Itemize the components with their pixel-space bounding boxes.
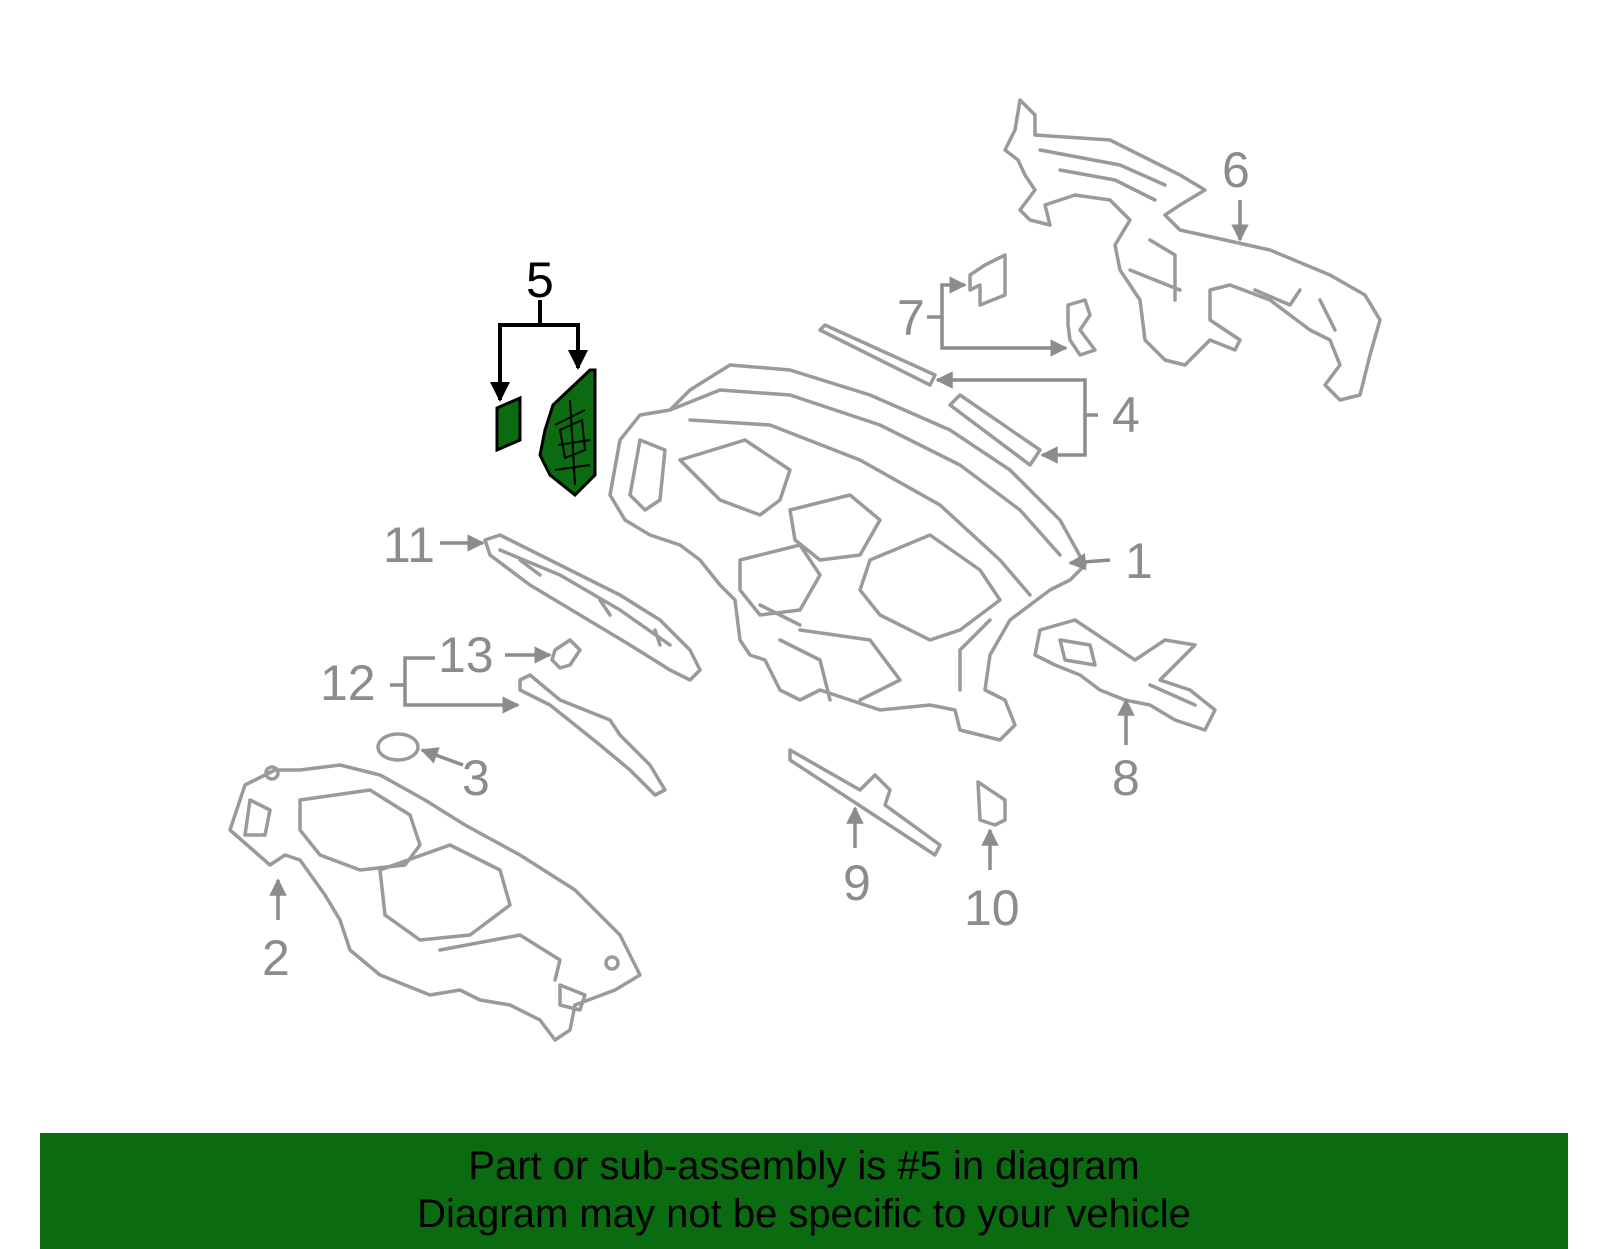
callout-13: 13 — [438, 627, 494, 683]
part-2-dash-cover — [228, 763, 642, 1042]
leader-lines — [269, 200, 1249, 920]
part-10-bracket — [976, 780, 1007, 827]
part-6-crossmember — [1003, 98, 1382, 402]
callout-12: 12 — [320, 655, 376, 711]
part-12-bracket — [518, 673, 667, 797]
info-banner: Part or sub-assembly is #5 in diagram Di… — [40, 1133, 1568, 1249]
part-13-clip — [550, 638, 582, 670]
part-1-instrument-panel — [608, 363, 1087, 742]
part-9-panel — [788, 748, 942, 857]
part-4-trim-strips — [818, 323, 1042, 467]
callout-10: 10 — [964, 880, 1020, 936]
parts-diagram: 1 2 3 4 5 6 7 8 9 10 11 12 13 — [228, 98, 1382, 1042]
callout-3: 3 — [462, 750, 490, 806]
part-7-brackets — [968, 253, 1097, 357]
callout-7: 7 — [897, 290, 925, 346]
callout-1: 1 — [1125, 533, 1153, 589]
callout-5: 5 — [526, 252, 554, 308]
callout-9: 9 — [843, 855, 871, 911]
part-8-vent-duct — [1033, 618, 1217, 732]
callout-6: 6 — [1222, 142, 1250, 198]
callout-4: 4 — [1112, 387, 1140, 443]
callout-2: 2 — [262, 930, 290, 986]
banner-line-disclaimer: Diagram may not be specific to your vehi… — [417, 1192, 1191, 1236]
banner-line-part: Part or sub-assembly is #5 in diagram — [468, 1144, 1140, 1188]
callout-8: 8 — [1112, 750, 1140, 806]
part-5-highlighted — [495, 368, 597, 498]
part-3-grommet — [376, 732, 420, 762]
callout-11: 11 — [383, 517, 435, 573]
part-11-reinforcement — [483, 533, 702, 682]
